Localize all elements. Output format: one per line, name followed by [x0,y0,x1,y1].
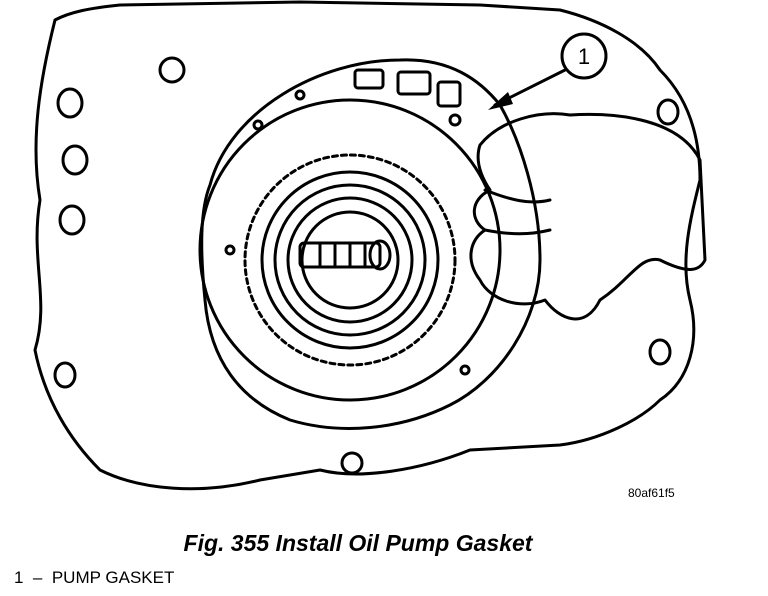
callout-number: 1 [578,44,590,69]
legend-number: 1 [14,568,24,587]
gasket-windows [224,68,471,376]
hand [469,112,707,321]
oil-pump-gasket-illustration: 1 [33,0,707,491]
input-shaft [298,239,392,271]
figure-caption: Fig. 355 Install Oil Pump Gasket [183,530,533,556]
transmission-case-outline [33,0,702,491]
legend-separator: – [32,568,43,587]
reference-code: 80af61f5 [628,486,675,500]
callout-arrowhead [488,92,513,110]
pump-gasket [200,58,542,430]
legend-label: PUMP GASKET [51,568,175,587]
callout-circle [560,32,608,80]
pump-body-rim [198,98,502,402]
legend-item: 1 – PUMP GASKET [14,568,174,588]
outer-gear-ring [243,153,457,367]
case-bolt-holes [53,56,680,475]
